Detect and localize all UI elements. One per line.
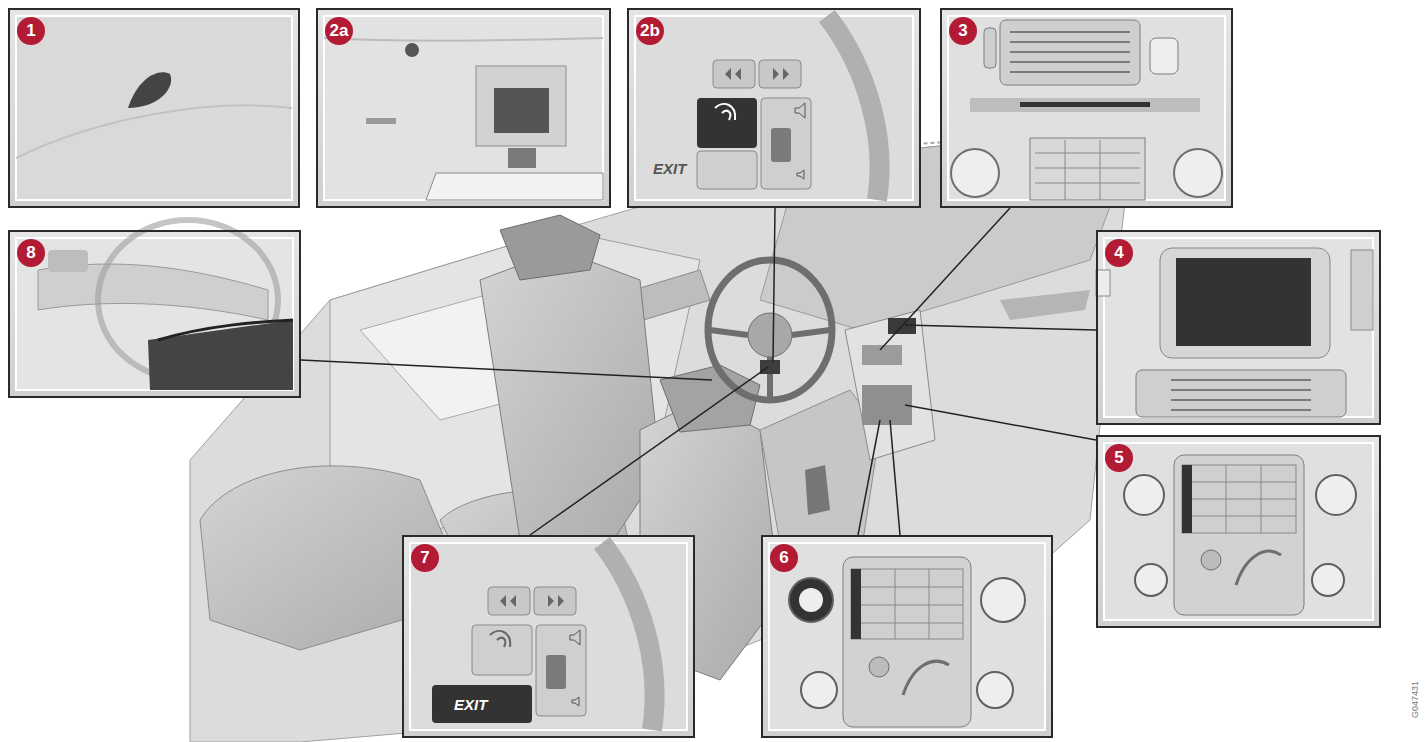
- callout-panel: 3: [940, 8, 1233, 208]
- panel-art: [940, 8, 1233, 208]
- callout-number: 6: [770, 544, 798, 572]
- button-label: EXIT: [653, 160, 686, 178]
- callout-number: 5: [1105, 444, 1133, 472]
- callout-number: 8: [17, 239, 45, 267]
- callout-number: 7: [411, 544, 439, 572]
- panel-art: [402, 535, 695, 738]
- callout-panel: 6: [761, 535, 1053, 738]
- panel-art: [761, 535, 1053, 738]
- callout-panel: 5: [1096, 435, 1381, 628]
- panel-art: [8, 220, 301, 398]
- button-label: EXIT: [454, 696, 487, 714]
- callout-panel: 2bEXIT: [627, 8, 921, 208]
- callout-panel: 8: [8, 230, 301, 398]
- panel-art: [316, 8, 611, 208]
- callout-panel: 2a: [316, 8, 611, 208]
- panel-art: [627, 8, 921, 208]
- panel-art: [1096, 435, 1381, 628]
- panel-art: [1096, 230, 1381, 425]
- panel-art: [8, 8, 300, 208]
- leader-lines: [301, 208, 1096, 535]
- callout-panel: 4: [1096, 230, 1381, 425]
- figure-code: G047431: [1410, 681, 1420, 718]
- callout-number: 2a: [325, 17, 353, 45]
- car-body: [190, 140, 1130, 742]
- callout-panel: 1: [8, 8, 300, 208]
- callout-number: 1: [17, 17, 45, 45]
- callout-number: 3: [949, 17, 977, 45]
- callout-number: 4: [1105, 239, 1133, 267]
- callout-panel: 7EXIT: [402, 535, 695, 738]
- callout-number: 2b: [636, 17, 664, 45]
